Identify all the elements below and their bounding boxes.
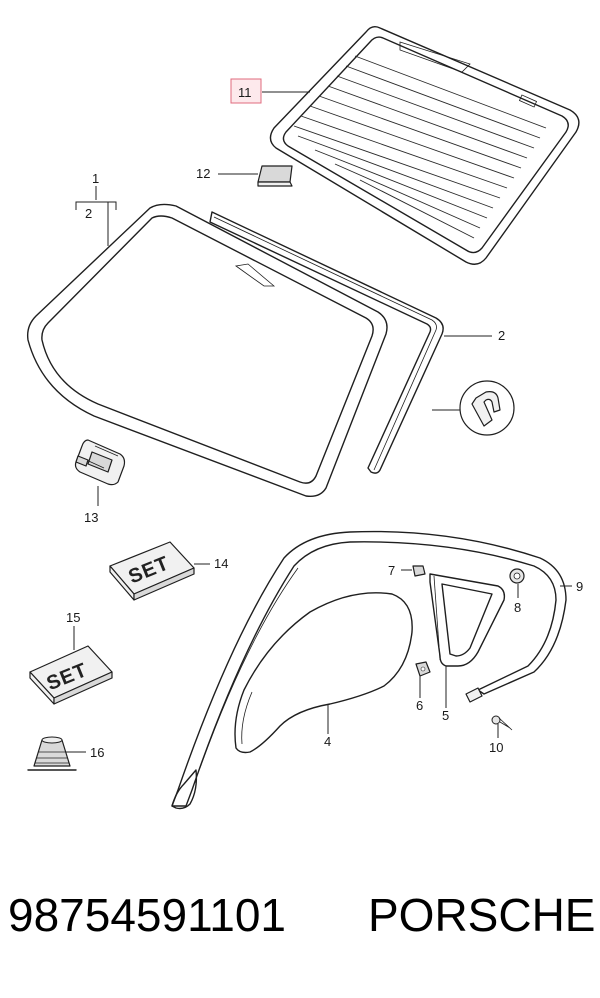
callout-7[interactable]: 7: [388, 563, 395, 578]
windshield-seal-part[interactable]: [209, 211, 444, 474]
footer: 98754591101 PORSCHE: [0, 888, 600, 958]
nut-part-7[interactable]: [412, 565, 426, 577]
screw-part-10[interactable]: [465, 687, 513, 731]
callout-2b[interactable]: 2: [498, 328, 505, 343]
set-box-14[interactable]: SET: [109, 541, 195, 601]
grommet-part[interactable]: [27, 736, 77, 771]
rear-window-part[interactable]: [269, 25, 580, 265]
part-number: 98754591101: [8, 889, 286, 941]
callout-12[interactable]: 12: [196, 166, 210, 181]
side-trim-part[interactable]: [171, 530, 567, 810]
callout-15[interactable]: 15: [66, 610, 80, 625]
leader-lines: [66, 91, 572, 753]
parts-diagram: SET SET: [26, 25, 583, 810]
callout-16[interactable]: 16: [90, 745, 104, 760]
windshield-part[interactable]: [26, 203, 388, 498]
callout-14[interactable]: 14: [214, 556, 228, 571]
callout-4[interactable]: 4: [324, 734, 331, 749]
callout-1[interactable]: 1: [92, 171, 99, 186]
callout-11[interactable]: 11: [238, 85, 252, 100]
bracket-part[interactable]: [74, 439, 126, 486]
quarter-insert-part[interactable]: [234, 592, 413, 754]
brand-name: PORSCHE: [368, 889, 596, 941]
nut-part-6[interactable]: [415, 661, 431, 677]
callout-13[interactable]: 13: [84, 510, 98, 525]
clip-part-8[interactable]: [509, 568, 525, 584]
callout-5[interactable]: 5: [442, 708, 449, 723]
pad-part[interactable]: [257, 165, 293, 187]
callout-8[interactable]: 8: [514, 600, 521, 615]
callout-9[interactable]: 9: [576, 579, 583, 594]
callout-2a[interactable]: 2: [85, 206, 92, 221]
callout-6[interactable]: 6: [416, 698, 423, 713]
set-box-15[interactable]: SET: [29, 645, 113, 705]
quarter-glass-part[interactable]: [429, 573, 506, 667]
callout-10[interactable]: 10: [489, 740, 503, 755]
callout-11-highlight: [230, 78, 262, 104]
clip-detail-circle[interactable]: [459, 380, 515, 436]
